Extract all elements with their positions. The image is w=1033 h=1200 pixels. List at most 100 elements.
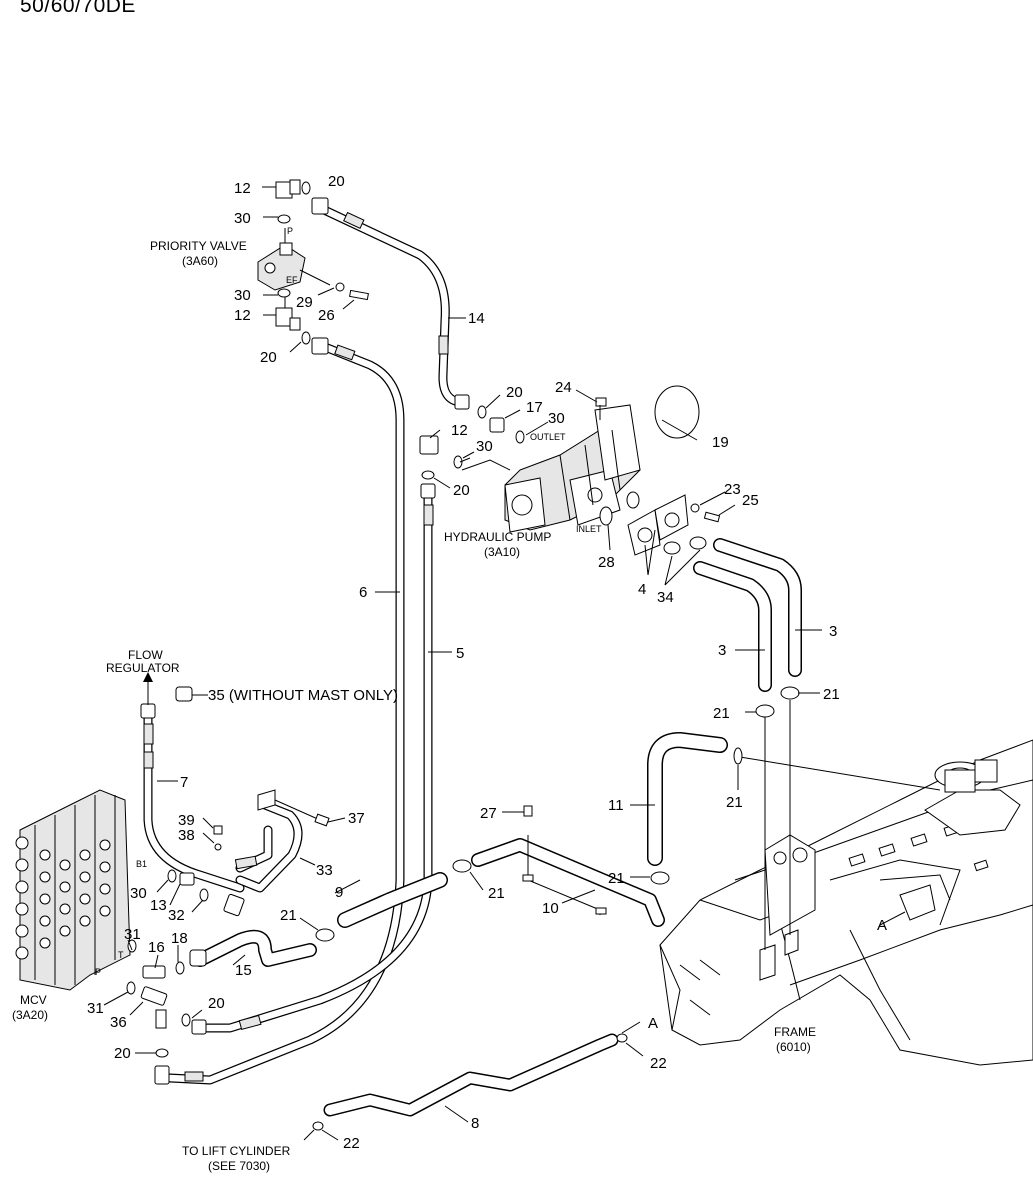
callout-6: 6 [359, 584, 367, 601]
hose-6 [165, 337, 405, 1085]
mcv-valve-block: B1 T P [15, 789, 147, 991]
tube-11 [647, 732, 728, 866]
page-title: 50/60/70DE [20, 0, 136, 17]
callout-34: 34 [657, 589, 674, 606]
hydraulic-pump-label: HYDRAULIC PUMP [444, 530, 551, 544]
callout-32: 32 [168, 907, 185, 924]
port-ef-label: EF [286, 275, 298, 285]
callout-27: 27 [480, 805, 497, 822]
hose-7 [140, 703, 245, 893]
outlet-label: OUTLET [530, 432, 566, 442]
callout-12: 12 [234, 307, 251, 324]
priority-valve-ref: (3A60) [182, 254, 218, 268]
callout-12: 12 [234, 180, 251, 197]
callout-3: 3 [829, 623, 837, 640]
callout-20: 20 [328, 173, 345, 190]
callout-30: 30 [548, 410, 565, 427]
callout-20: 20 [506, 384, 523, 401]
callout-37: 37 [348, 810, 365, 827]
callout-31: 31 [124, 926, 141, 943]
callout-38: 38 [178, 827, 195, 844]
callout-11: 11 [608, 797, 624, 814]
port-t-label: T [118, 950, 124, 960]
hydraulic-pump-ref: (3A10) [484, 545, 520, 559]
callout-22: 22 [650, 1055, 667, 1072]
callout-19: 19 [712, 434, 729, 451]
mcv-spools [15, 836, 111, 960]
callout-29: 29 [296, 294, 313, 311]
leader-21-frame [739, 756, 941, 791]
mcv-label: MCV [20, 993, 47, 1007]
pipe-10 [471, 835, 665, 927]
callout-25: 25 [742, 492, 759, 509]
callout-22: 22 [343, 1135, 360, 1152]
callout-20: 20 [114, 1045, 131, 1062]
callout-15: 15 [235, 962, 252, 979]
callout-5: 5 [456, 645, 464, 662]
tubes-3 [693, 538, 802, 692]
callout-23: 23 [724, 481, 741, 498]
callout-30: 30 [234, 287, 251, 304]
callout-26: 26 [318, 307, 335, 324]
flow-regulator-label-2: REGULATOR [106, 661, 180, 675]
callout-21: 21 [713, 705, 730, 722]
callout-24: 24 [555, 379, 572, 396]
callout-21: 21 [726, 794, 743, 811]
inlet-label: INLET [576, 524, 602, 534]
port-b1-label: B1 [136, 859, 147, 869]
frame-label: FRAME [774, 1025, 816, 1039]
callout-numbers: 20 12 30 30 29 26 12 20 14 24 20 17 30 1… [87, 173, 840, 1152]
callout-8: 8 [471, 1115, 479, 1132]
callout-21: 21 [823, 686, 840, 703]
callout-21: 21 [608, 870, 625, 887]
to-lift-cylinder-label: TO LIFT CYLINDER [182, 1144, 291, 1158]
callout-18: 18 [171, 930, 188, 947]
callout-9: 9 [335, 884, 343, 901]
see-ref-label: (SEE 7030) [208, 1159, 270, 1173]
callout-12: 12 [451, 422, 468, 439]
without-mast-label: 35 (WITHOUT MAST ONLY) [208, 687, 398, 704]
callout-10: 10 [542, 900, 559, 917]
hydraulic-pump: OUTLET INLET [504, 385, 721, 556]
text-labels: PRIORITY VALVE (3A60) HYDRAULIC PUMP (3A… [12, 239, 887, 1173]
callout-17: 17 [526, 399, 543, 416]
callout-39: 39 [178, 812, 195, 829]
tube-9 [337, 872, 448, 928]
callout-21: 21 [280, 907, 297, 924]
callout-13: 13 [150, 897, 167, 914]
callout-30: 30 [234, 210, 251, 227]
callout-28: 28 [598, 554, 615, 571]
hose-33 [234, 800, 303, 893]
callout-16: 16 [148, 939, 165, 956]
frame-tubes [764, 700, 791, 950]
hose-15 [189, 929, 317, 967]
clamps [277, 181, 800, 1131]
callout-30: 30 [130, 885, 147, 902]
frame-structure [659, 739, 1033, 1066]
callout-33: 33 [316, 862, 333, 879]
mcv-fittings [126, 672, 330, 1085]
port-p2-label: P [95, 967, 101, 977]
flow-regulator-label-1: FLOW [128, 648, 163, 662]
hose-14 [311, 197, 470, 410]
mcv-ref: (3A20) [12, 1008, 48, 1022]
callout-30: 30 [476, 438, 493, 455]
callout-20: 20 [260, 349, 277, 366]
tube-8 [323, 1033, 619, 1117]
leader-lines [103, 186, 906, 1141]
callout-14: 14 [468, 310, 485, 327]
callout-20: 20 [453, 482, 470, 499]
point-a-frame-label: A [877, 917, 887, 934]
frame-ref: (6010) [776, 1040, 811, 1054]
priority-valve-label: PRIORITY VALVE [150, 239, 247, 253]
port-p-label: P [287, 226, 293, 236]
callout-31: 31 [87, 1000, 104, 1017]
callout-7: 7 [180, 774, 188, 791]
point-a-label: A [648, 1015, 658, 1032]
callout-36: 36 [110, 1014, 127, 1031]
callout-4: 4 [638, 581, 646, 598]
pump-fittings [419, 405, 525, 480]
priority-valve: P EF [257, 179, 331, 331]
callout-3: 3 [718, 642, 726, 659]
